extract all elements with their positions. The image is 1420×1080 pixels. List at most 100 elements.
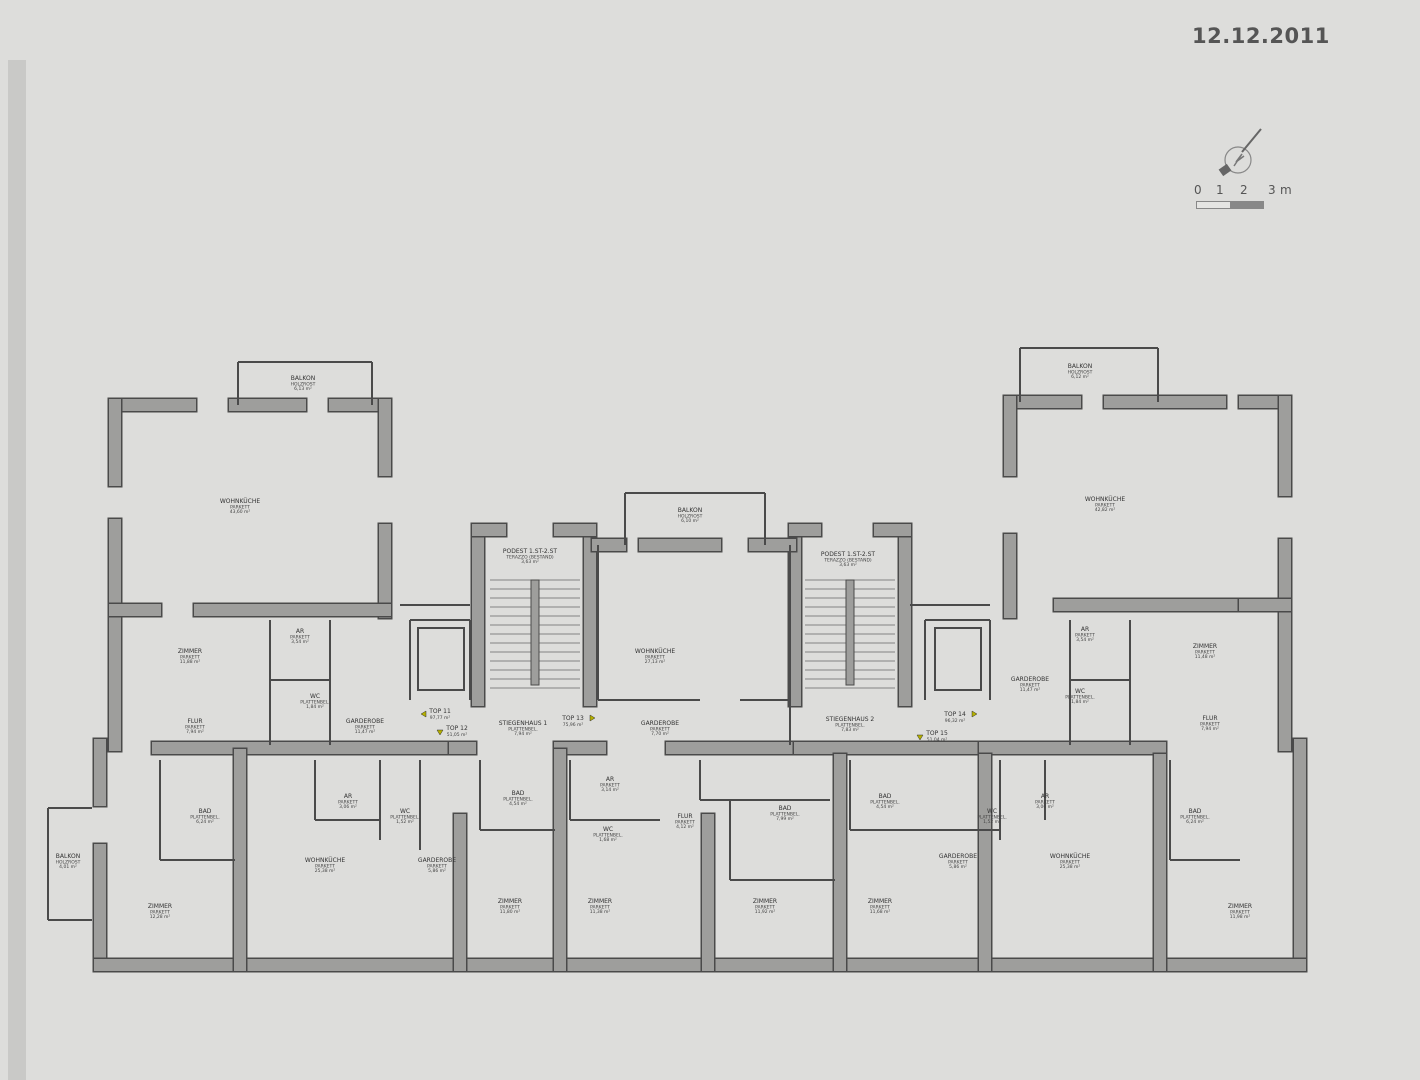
room-area: 4,54 m² [509, 801, 527, 807]
room-area: 11,68 m² [870, 909, 891, 915]
room-area: 3,63 m² [521, 559, 539, 565]
room-area: 5,86 m² [428, 868, 446, 874]
room-floor: PLATTENBEL. [300, 700, 330, 706]
room-floor: HOLZROST [1068, 370, 1093, 376]
room-name: BALKON [678, 507, 702, 514]
room-name: ZIMMER [178, 648, 202, 655]
room-name: WOHNKÜCHE [1050, 853, 1091, 860]
room-floor: TERAZZO (BESTAND) [505, 555, 554, 561]
stairs [417, 579, 982, 691]
room-floor: PLATTENBEL. [593, 833, 623, 839]
stair-core [530, 579, 540, 686]
room-name: WOHNKÜCHE [1085, 496, 1126, 503]
room-area: 11,80 m² [500, 909, 521, 915]
room-name: BAD [199, 808, 212, 815]
room-area: 11,88 m² [180, 659, 201, 665]
unit-name: TOP 14 [943, 711, 966, 718]
scale-bar-graphic [1196, 201, 1264, 209]
room-area: 12,28 m² [150, 914, 171, 920]
unit-name: TOP 12 [445, 725, 468, 732]
room-area: 3,54 m² [291, 639, 309, 645]
scale-tick: 3 [1268, 183, 1276, 197]
room-floor: PLATTENBEL. [770, 812, 800, 818]
room-floor: PARKETT [427, 864, 447, 870]
room-name: WC [987, 808, 997, 815]
room-area: 1,52 m² [396, 819, 414, 825]
room-floor: PARKETT [1200, 722, 1220, 728]
room-area: 27,13 m² [645, 659, 666, 665]
room-floor: PARKETT [675, 820, 695, 826]
room-floor: PARKETT [755, 905, 775, 911]
room-floor: PARKETT [338, 800, 358, 806]
room-area: 7,99 m² [776, 816, 794, 822]
unit-area: 75,96 m² [563, 722, 584, 728]
room-area: 11,92 m² [755, 909, 776, 915]
unit-arrow-icon [436, 729, 444, 736]
north-arrow-icon [1218, 128, 1262, 177]
unit-name: TOP 15 [925, 730, 948, 737]
room-area: 6,13 m² [294, 386, 312, 392]
room-floor: PARKETT [600, 783, 620, 789]
room-area: 25,38 m² [315, 868, 336, 874]
room-name: AR [1041, 793, 1049, 800]
room-area: 5,86 m² [949, 864, 967, 870]
room-name: ZIMMER [148, 903, 172, 910]
room-area: 6,12 m² [1071, 374, 1089, 380]
room-name: PODEST 1.ST-2.ST [821, 551, 875, 558]
room-floor: PARKETT [1075, 633, 1095, 639]
elevator [934, 627, 982, 691]
room-name: BAD [779, 805, 792, 812]
room-name: BALKON [291, 375, 315, 382]
room-area: 11,47 m² [355, 729, 376, 735]
room-name: WOHNKÜCHE [635, 648, 676, 655]
unit-name: TOP 11 [428, 708, 451, 715]
room-name: WOHNKÜCHE [305, 857, 346, 864]
scale-unit: m [1280, 183, 1292, 197]
room-area: 1,84 m² [306, 704, 324, 710]
room-area: 3,14 m² [601, 787, 619, 793]
room-floor: PLATTENBEL. [190, 815, 220, 821]
room-name: ZIMMER [1193, 643, 1217, 650]
room-name: FLUR [1202, 715, 1217, 722]
walls [47, 347, 1308, 973]
room-name: GARDEROBE [346, 718, 384, 725]
room-floor: PLATTENBEL. [977, 815, 1007, 821]
room-name: GARDEROBE [641, 720, 679, 727]
room-floor: PARKETT [1035, 800, 1055, 806]
unit-arrow-icon [420, 710, 427, 718]
room-name: AR [606, 776, 614, 783]
room-name: BALKON [1068, 363, 1092, 370]
room-name: ZIMMER [588, 898, 612, 905]
room-name: BAD [512, 790, 525, 797]
room-floor: PARKETT [1095, 503, 1115, 509]
unit-name: TOP 13 [561, 715, 584, 722]
